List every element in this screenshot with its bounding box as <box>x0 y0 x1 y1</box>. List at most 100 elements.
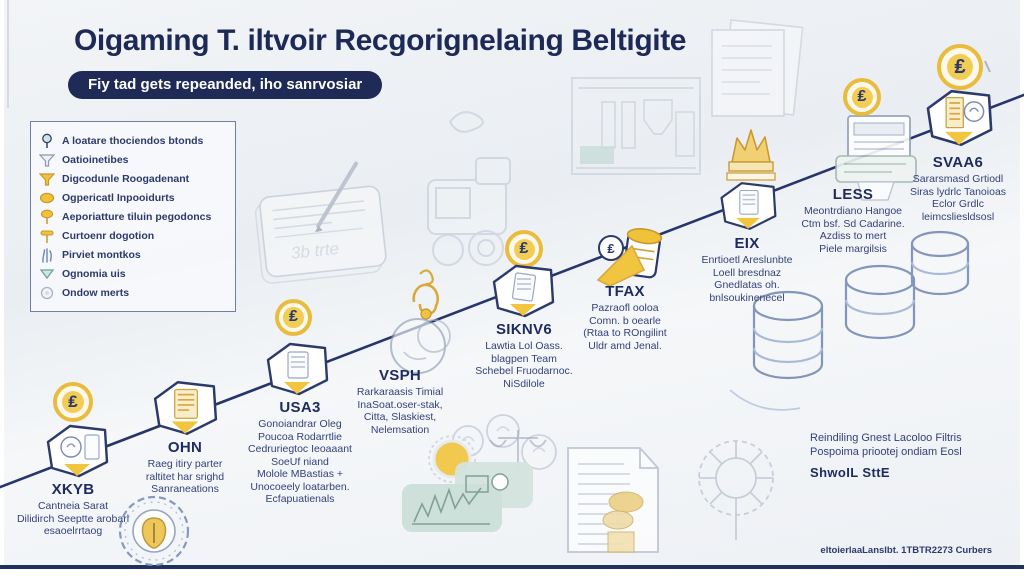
text-line: Azdiss to mert <box>819 230 887 242</box>
milestone-marker <box>42 423 112 479</box>
camera-sketch <box>427 111 511 266</box>
text-line: Pospoima priootej ondiam Eosl <box>810 445 962 458</box>
legend-label: Ogpericatl Inpooidurts <box>62 191 175 204</box>
flag-marker-icon <box>153 381 218 435</box>
coin-glyph: ₤ <box>513 238 535 260</box>
text-line: raltitet har srighd <box>145 470 225 483</box>
flag-marker-icon <box>720 182 777 230</box>
coin-stack-sketch <box>729 230 970 411</box>
text-line: blagpen Team <box>491 352 557 365</box>
tfax-coin-fan-marker: ₤ <box>596 228 663 287</box>
document-sketch <box>567 447 659 553</box>
coin-icon: ₤ <box>53 382 93 422</box>
text-line: Reindiling Gnest Lacoloo Filtris <box>810 432 962 444</box>
text-line: Piele margilsis <box>819 242 887 255</box>
legend-item: Digcodunle Roogadenant <box>39 169 227 188</box>
node-label: OHN <box>167 439 203 456</box>
notepad-faint-text: 3b trte <box>290 239 340 263</box>
text-line: Pazraofl ooloa <box>591 302 659 314</box>
coin-glyph: ₤ <box>61 390 85 414</box>
chain-badge-icon <box>118 495 190 567</box>
tick-mark <box>984 60 991 73</box>
legend-item: Aeporiatture tiluin pegodoncs <box>39 207 227 226</box>
bottom-margin <box>0 569 1024 576</box>
oval-stem-icon <box>40 209 54 224</box>
legend-item: Pirviet montkos <box>39 245 227 264</box>
node-label: LESS <box>832 186 874 203</box>
text-line: Ecfapuatienals <box>265 493 335 505</box>
legend-item: A loatare thociendos btonds <box>39 131 227 150</box>
text-line: Dilidirch Seeptte arobarl <box>16 512 130 525</box>
teal-chart-cards <box>402 462 533 532</box>
legend-item: Ognomia uis <box>39 264 227 283</box>
text-line: Sararsmasd Grtiodl <box>912 173 1004 185</box>
text-line: Gonoiandrar Oleg <box>258 418 342 430</box>
text-line: Citta, Slaskiest, <box>363 411 437 423</box>
hand-icon <box>42 247 52 263</box>
coin-icon: ₤ <box>275 299 312 336</box>
left-margin <box>0 0 4 576</box>
papers-sketch <box>711 19 804 117</box>
blueprint-sketch <box>571 77 701 175</box>
node-label: SVAA6 <box>932 154 984 171</box>
legend-label: Ondow merts <box>62 286 130 299</box>
text-line: InaSoat.oser-stak, <box>357 398 443 411</box>
text-line: Loell bresdnaz <box>712 266 782 279</box>
coin-glyph: ₤ <box>851 86 873 108</box>
legend-label: Digcodunle Roogadenant <box>62 172 190 185</box>
text-line: Gnedlatas oh. <box>714 279 780 291</box>
text-line: Rarkaraasis Timial <box>356 386 444 398</box>
flag-marker-icon <box>46 424 109 478</box>
text-line: Uldr amd Jenal. <box>588 339 662 352</box>
text-line: Schebel Fruodarnoc. <box>475 365 573 377</box>
text-line: (Rtaa to ROngilint <box>583 327 667 339</box>
text-line: Cedruriegtoc Ieoaaant <box>248 443 352 455</box>
legend-label: Oatioinetibes <box>62 153 129 166</box>
register-sketch <box>835 115 917 201</box>
rosette-sketch <box>698 440 774 540</box>
footer-credit: eltoierlaaLanslbt. 1TBTR2273 Curbers <box>820 545 992 556</box>
flag-marker-icon <box>926 89 993 147</box>
pin-yellow-icon <box>40 229 54 243</box>
text-line: esaoelrrtaog <box>43 525 103 537</box>
text-line: bnlsoukinenecel <box>709 291 785 304</box>
coin-icon: ₤ <box>843 78 881 116</box>
coin-glyph: ₤ <box>283 307 304 328</box>
text-line: leimcsliesldsosl <box>921 210 995 223</box>
legend-label: Ognomia uis <box>62 267 126 280</box>
node-label: USA3 <box>279 399 321 416</box>
legend-box: A loatare thociendos btonds Oatioinetibe… <box>30 121 236 312</box>
milestone-marker <box>150 379 220 437</box>
legend-label: Pirviet montkos <box>62 248 141 261</box>
coin-glyph: ₤ <box>946 53 974 81</box>
gold-swirl-icon <box>412 269 439 320</box>
node-label: VSPH <box>378 367 422 384</box>
legend-item: Curtoenr dogotion <box>39 226 227 245</box>
notepad-pen-sketch: 3b trte <box>254 161 387 284</box>
magnifier-icon <box>42 133 52 148</box>
flag-marker-icon <box>266 342 329 396</box>
node-label: SIKNV6 <box>496 321 552 338</box>
bottom-rule <box>0 565 1024 569</box>
frame-line <box>7 0 9 108</box>
text-line: Cantneia Sarat <box>37 500 109 512</box>
svg-text:₤: ₤ <box>607 241 615 256</box>
text-line: Meontrdiano Hangoe <box>803 205 903 217</box>
node-label: TFAX <box>605 283 645 300</box>
